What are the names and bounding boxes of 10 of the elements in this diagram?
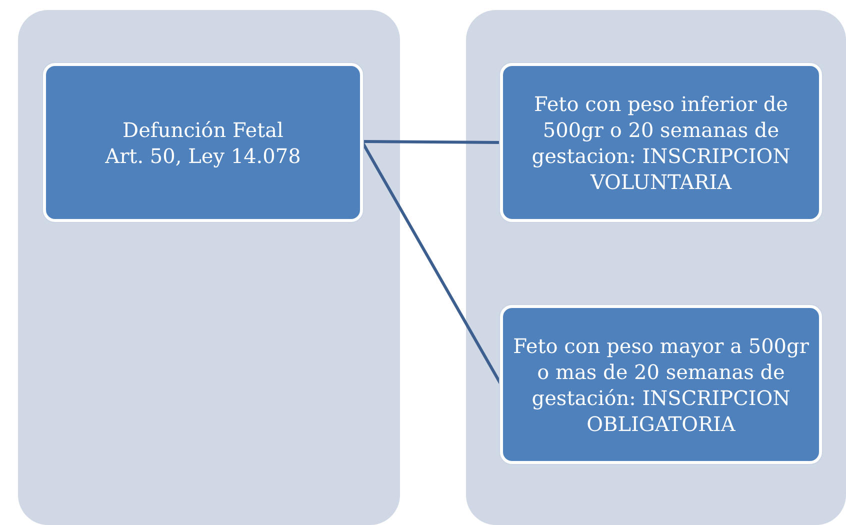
process-box xyxy=(43,63,363,222)
panel-background xyxy=(466,10,846,525)
box-text: Feto con peso inferior de 500gr o 20 semanas de gestacion: INSCRIPCION VOLUNTARIA xyxy=(530,90,792,194)
box-text: Defunción Fetal xyxy=(122,116,284,142)
connector-line xyxy=(362,140,502,144)
box-text: Feto con peso mayor a 500gr o mas de 20 semanas de gestación: INSCRIPCION OBLIGATORIA xyxy=(512,332,810,436)
process-box xyxy=(500,305,822,464)
box-text: Art. 50, Ley 14.078 xyxy=(105,142,301,168)
process-box xyxy=(500,63,822,222)
panel-background xyxy=(18,10,400,525)
